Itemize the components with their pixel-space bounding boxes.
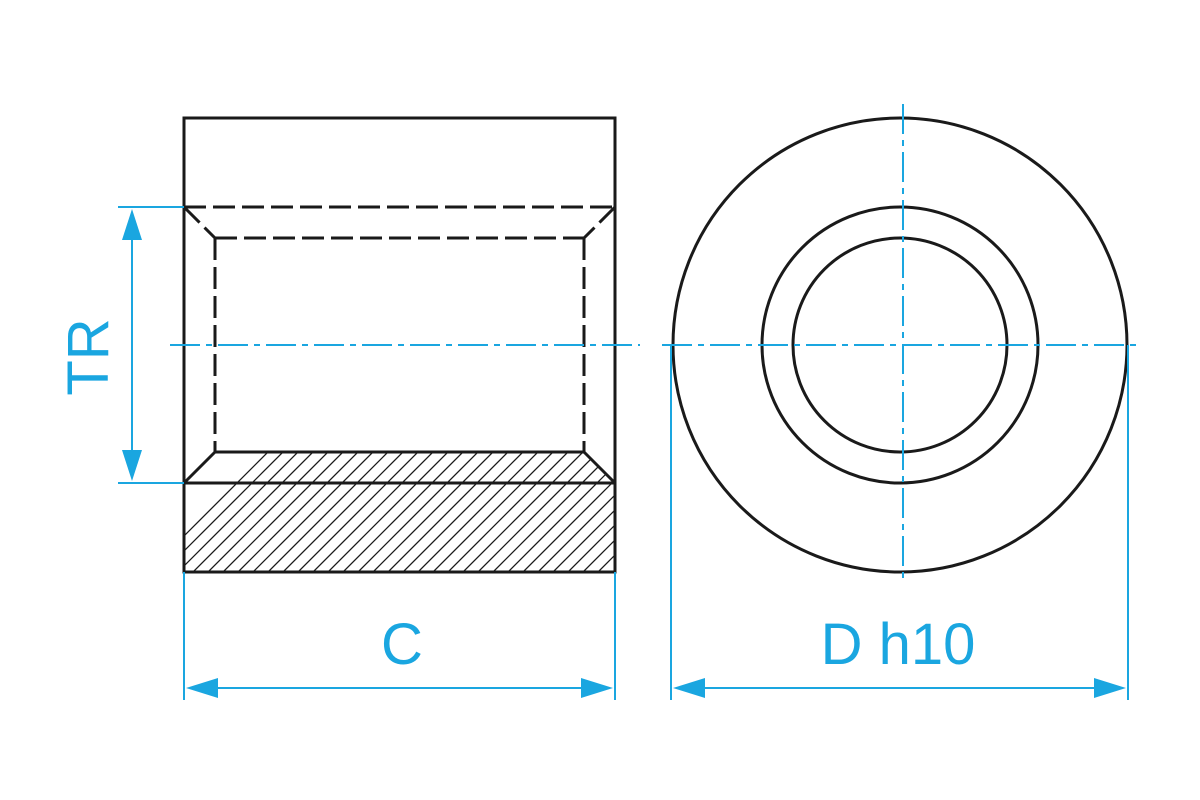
hatch-line [209, 452, 371, 572]
hatch-line [434, 452, 596, 572]
arrowhead-up [122, 209, 142, 240]
hatch-line [239, 452, 401, 572]
c-label: C [381, 612, 423, 677]
hatch-line [720, 440, 880, 600]
arrowhead-left [186, 678, 218, 698]
hatch-line [299, 452, 461, 572]
hatch-line [584, 452, 615, 572]
hatch-line [194, 452, 356, 572]
hatch-line [254, 452, 416, 572]
hatch-line [449, 452, 611, 572]
hatch-line [554, 452, 615, 572]
hatch-line [344, 452, 506, 572]
hatch-line [184, 452, 341, 572]
hatch-line [329, 452, 491, 572]
tr-label: TR [56, 318, 121, 395]
hatch-line [539, 452, 615, 572]
dimension-tr: TR [56, 206, 184, 484]
hatch-line [419, 452, 581, 572]
hatch-line [660, 440, 820, 600]
hatch-line [404, 452, 566, 572]
hidden-chamfer-left-top [182, 205, 217, 240]
hatch-line [464, 452, 615, 572]
dimension-c: C [183, 572, 616, 700]
center-lines [170, 104, 1142, 584]
hatch-line [630, 440, 790, 600]
chamfer-left-bottom [182, 450, 217, 485]
hatch-line [184, 452, 311, 572]
hatch-line [314, 452, 476, 572]
hatch-line [269, 452, 431, 572]
chamfer-right-bottom [582, 450, 617, 485]
thread-major-circle [760, 205, 1040, 485]
d-label: D h10 [821, 612, 976, 677]
hidden-chamfer-right-top [582, 205, 617, 240]
hatch-line [690, 440, 850, 600]
hatch-line [494, 452, 615, 572]
dimension-d: D h10 [670, 345, 1129, 700]
arrowhead-right [581, 678, 613, 698]
hatch-line [359, 452, 521, 572]
arrowhead-right-d [1094, 678, 1126, 698]
hatch-line [184, 452, 281, 572]
hatch-line [509, 452, 615, 572]
hatch-line [389, 452, 551, 572]
hatch-line [705, 440, 865, 600]
arrowhead-left-d [673, 678, 705, 698]
hatch-line [184, 452, 326, 572]
hatch-line [374, 452, 536, 572]
hatch-line [224, 452, 386, 572]
hatch-line [184, 452, 296, 572]
hatch-line [284, 452, 446, 572]
arrowhead-down [122, 450, 142, 481]
section-hatching [184, 440, 880, 600]
hatch-line [645, 440, 805, 600]
hatch-lines [184, 440, 880, 600]
hatch-line [599, 452, 615, 572]
hatch-line [524, 452, 615, 572]
hatch-line [614, 452, 615, 572]
